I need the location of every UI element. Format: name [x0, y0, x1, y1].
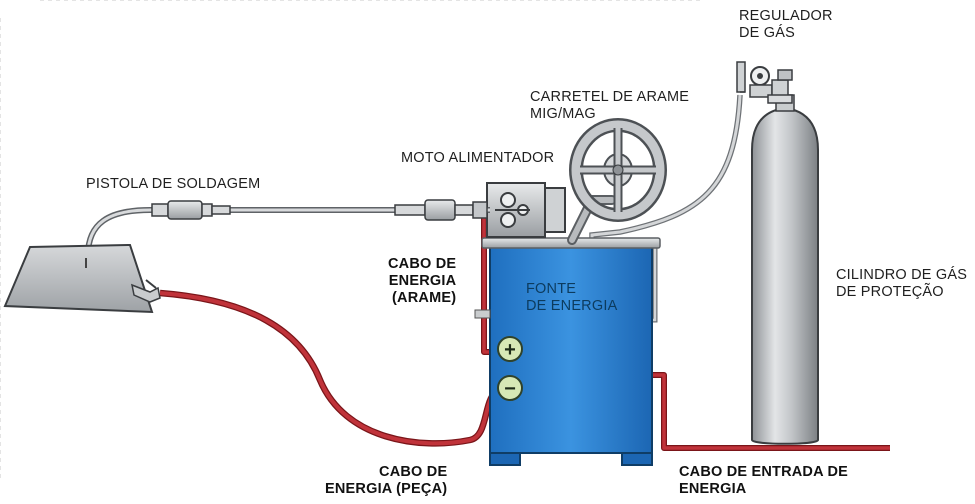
negative-terminal: − — [497, 375, 523, 401]
work-cable-outline — [159, 289, 502, 447]
label-wire-feeder: MOTO ALIMENTADOR — [401, 150, 555, 166]
torch-connector — [151, 200, 231, 220]
label-gas-cylinder: CILINDRO DE GÁS DE PROTEÇÃO — [836, 267, 968, 300]
work-power-cable — [159, 291, 501, 446]
label-welding-torch: PISTOLA DE SOLDAGEM — [86, 176, 261, 192]
positive-terminal: + — [497, 336, 523, 362]
gas-cylinder — [751, 94, 819, 445]
gas-regulator — [736, 61, 793, 104]
negative-sign: − — [504, 378, 516, 400]
label-wire-power-cable: CABO DE ENERGIA (ARAME) — [388, 256, 457, 306]
wire-spool — [569, 118, 667, 222]
work-piece — [3, 243, 154, 314]
feeder-connector — [394, 199, 488, 221]
label-gas-regulator: REGULADOR DE GÁS — [739, 8, 833, 41]
gas-hose — [590, 94, 742, 245]
label-power-source: FONTE DE ENERGIA — [526, 281, 618, 314]
positive-sign: + — [504, 339, 516, 361]
label-input-power-cable: CABO DE ENTRADA DE ENERGIA — [679, 464, 849, 497]
input-power-cable — [652, 373, 890, 450]
label-wire-spool: CARRETEL DE ARAME MIG/MAG — [530, 89, 690, 122]
work-clamp — [130, 279, 161, 303]
wire-feeder — [486, 182, 566, 238]
label-work-power-cable: CABO DE ENERGIA (PEÇA) — [325, 464, 448, 497]
